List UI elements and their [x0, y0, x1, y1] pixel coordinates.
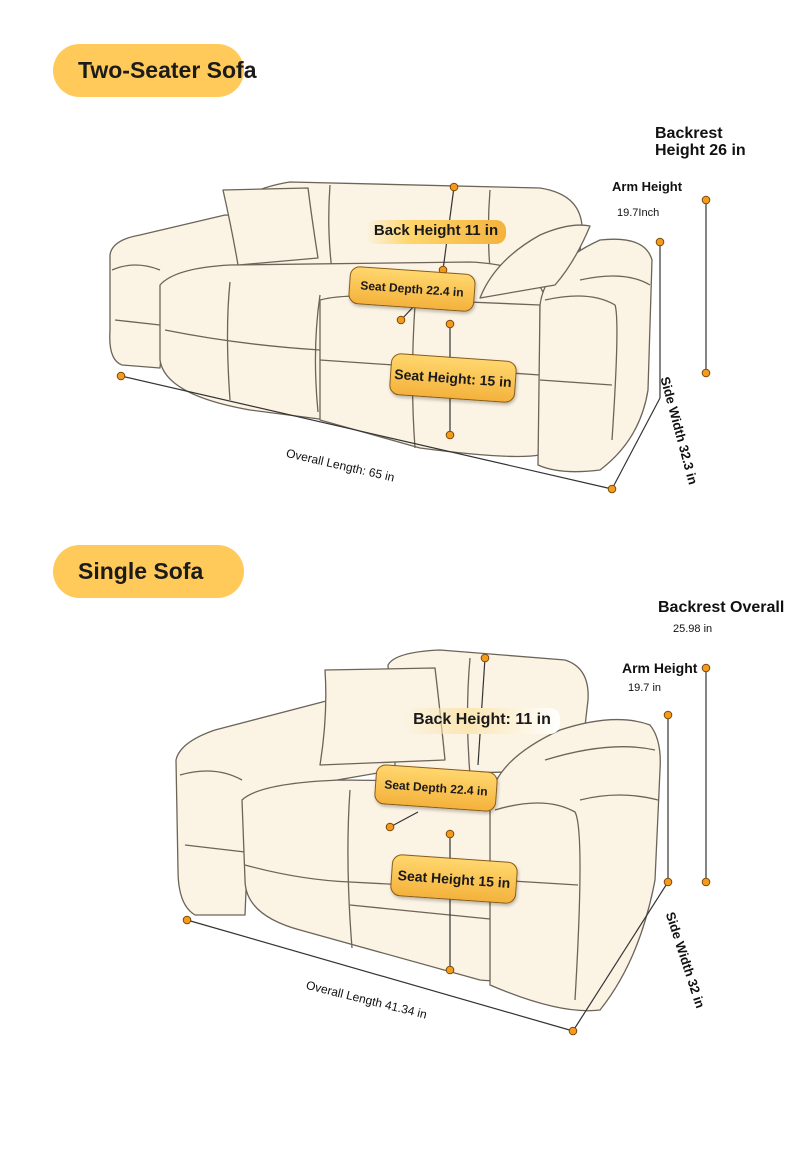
single-arm-height-value: 19.7 in [628, 682, 662, 694]
arm-height-value: 19.7Inch [617, 207, 660, 219]
single-seat-depth-tag: Seat Depth 22.4 in [373, 763, 499, 813]
single-back-height-tag: Back Height: 11 in [404, 708, 560, 734]
single-sofa-pillow [319, 667, 446, 766]
section-title-two-seater: Two-Seater Sofa [53, 44, 257, 97]
single-sofa-right-arm [489, 718, 661, 1012]
backrest-height-label: Backrest Height 26 in [655, 125, 746, 159]
back-height-tag: Back Height 11 in [366, 220, 506, 244]
seat-height-tag: Seat Height: 15 in [388, 352, 518, 404]
two-seater-pillow-left [222, 187, 319, 266]
backrest-overall-title: Backrest Overall [658, 599, 785, 616]
section-title-single: Single Sofa [53, 545, 244, 598]
two-seater-pillow-right [479, 224, 591, 299]
single-seat-height-tag: Seat Height 15 in [389, 853, 519, 905]
single-arm-height-title: Arm Height [622, 660, 698, 676]
arm-height-title: Arm Height [612, 179, 683, 194]
backrest-overall-value: 25.98 in [673, 623, 713, 635]
